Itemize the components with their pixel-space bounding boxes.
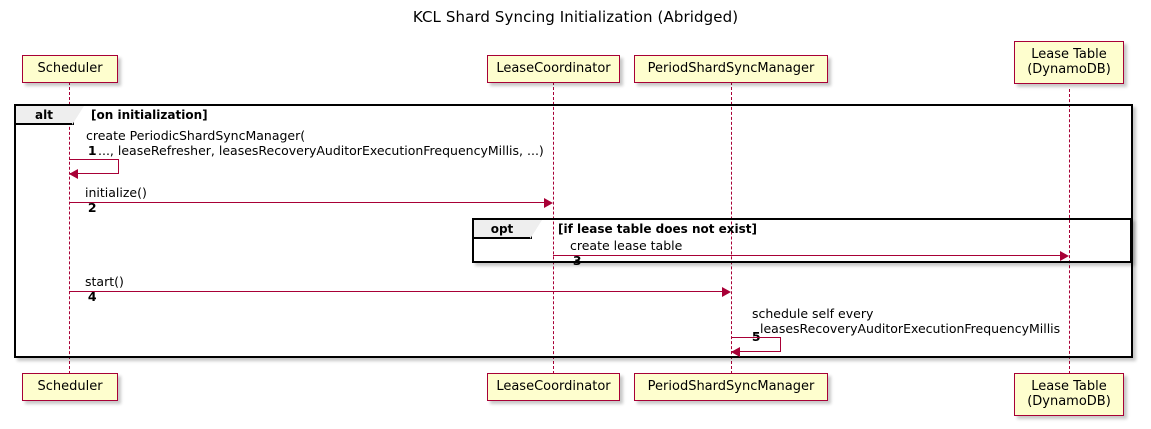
participant-lease-coordinator-bottom[interactable]: LeaseCoordinator bbox=[487, 373, 620, 401]
fragment-opt-operator-label: opt bbox=[474, 220, 542, 239]
fragment-alt-operator-label: alt bbox=[16, 106, 84, 125]
message-1-arrowhead bbox=[69, 169, 78, 179]
lifeline-lease-coordinator bbox=[553, 82, 554, 374]
lifeline-lease-table bbox=[1069, 89, 1070, 374]
lifeline-scheduler bbox=[69, 82, 70, 374]
message-2-arrowhead bbox=[544, 198, 553, 208]
message-5-label: 5 bbox=[736, 314, 761, 359]
message-3-arrow-line bbox=[553, 255, 1060, 256]
message-4-label: 4 bbox=[72, 274, 97, 319]
fragment-opt-operator-text: opt bbox=[490, 222, 514, 236]
message-4-text: start() bbox=[85, 274, 124, 289]
participant-period-shard-sync-manager-bottom[interactable]: PeriodShardSyncManager bbox=[634, 373, 828, 401]
message-3-label: 3 bbox=[557, 238, 582, 283]
message-5-text-line2: leasesRecoveryAuditorExecutionFrequencyM… bbox=[760, 321, 1061, 336]
fragment-opt-guard: [if lease table does not exist] bbox=[558, 222, 758, 236]
message-1-text-line1: create PeriodicShardSyncManager( bbox=[86, 128, 306, 143]
message-1-text-line2: ..., leaseRefresher, leasesRecoveryAudit… bbox=[98, 143, 544, 158]
fragment-alt-operator-text: alt bbox=[35, 108, 53, 122]
lifeline-period-shard-sync-manager bbox=[731, 82, 732, 374]
message-4-arrow-line bbox=[69, 291, 722, 292]
participant-scheduler-bottom[interactable]: Scheduler bbox=[22, 373, 118, 401]
participant-period-shard-sync-manager-top[interactable]: PeriodShardSyncManager bbox=[634, 55, 828, 83]
message-2-number: 2 bbox=[87, 200, 97, 215]
message-4-number: 4 bbox=[87, 289, 97, 304]
fragment-opt bbox=[472, 218, 1132, 263]
message-5-self-arrow bbox=[731, 337, 781, 352]
message-4-arrowhead bbox=[722, 287, 731, 297]
participant-lease-coordinator-top[interactable]: LeaseCoordinator bbox=[487, 55, 620, 83]
message-1-self-arrow bbox=[69, 159, 119, 174]
message-1-number: 1 bbox=[87, 143, 97, 158]
page-title: KCL Shard Syncing Initialization (Abridg… bbox=[412, 8, 739, 26]
fragment-alt bbox=[14, 104, 1133, 358]
message-2-label: 2 bbox=[72, 185, 97, 230]
participant-scheduler-top[interactable]: Scheduler bbox=[22, 55, 118, 83]
participant-lease-table-bottom[interactable]: Lease Table (DynamoDB) bbox=[1014, 373, 1124, 416]
message-5-text-line1: schedule self every bbox=[752, 306, 874, 321]
message-1-label: 1 bbox=[72, 128, 97, 173]
message-3-number: 3 bbox=[572, 253, 582, 268]
message-3-text: create lease table bbox=[570, 238, 683, 253]
message-5-arrowhead bbox=[731, 347, 740, 357]
message-3-arrowhead bbox=[1060, 251, 1069, 261]
fragment-alt-guard: [on initialization] bbox=[91, 108, 208, 122]
message-5-number: 5 bbox=[751, 329, 761, 344]
participant-lease-table-top[interactable]: Lease Table (DynamoDB) bbox=[1014, 41, 1124, 84]
message-2-arrow-line bbox=[69, 202, 544, 203]
message-2-text: initialize() bbox=[85, 185, 147, 200]
